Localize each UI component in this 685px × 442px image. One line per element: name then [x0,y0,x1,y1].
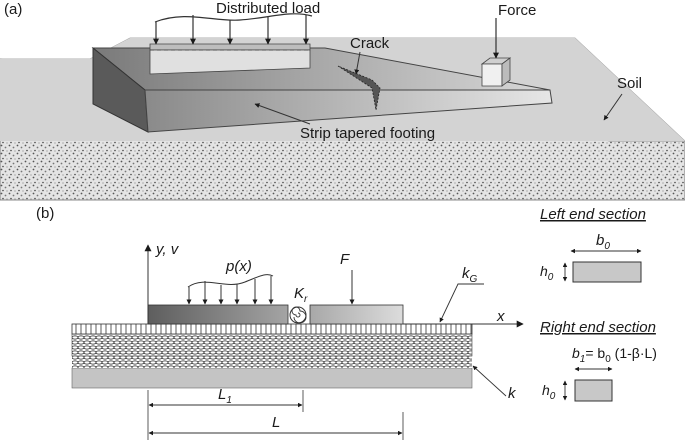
px-load-arrows [186,276,274,305]
left-section-title: Left end section [540,206,646,223]
right-section-rect [574,379,613,402]
soil-pointer [603,93,623,121]
shear-layer-ticks [75,324,472,334]
footing-label: Strip tapered footing [300,125,435,142]
force-block-side [501,57,511,87]
winkler-springs-layer [71,333,473,357]
beam-right-segment [309,304,404,325]
winkler-springs-lower [72,356,472,368]
winkler-label: k [508,385,517,402]
footing-pointer [254,103,311,125]
shear-label: kG [462,265,478,285]
left-b0-label: b0 [596,232,610,252]
crack [337,65,381,111]
shear-pointer [439,283,484,323]
force-block-front [481,63,503,87]
panel-b-label: (b) [36,205,54,222]
load-block-top [149,43,311,51]
footing-front-face [144,89,553,133]
soil-label: Soil [617,75,642,92]
dim-l1-label: L1 [218,386,232,406]
panel-a: (a) Distributed load Force [0,0,685,201]
y-axis-label: y, v [155,241,180,258]
shear-layer [71,323,473,335]
shear-layer-band [71,323,473,335]
force-label: Force [498,2,536,19]
crack-label: Crack [350,35,390,52]
point-force-label: F [340,251,350,268]
left-section-rect [572,261,642,283]
beam-left-segment [147,304,289,325]
left-h0-label: h0 [540,263,554,283]
distributed-load-arrows [153,15,309,45]
spring-label: Kr [294,285,308,305]
dim-l-label: L [272,414,280,431]
right-b1-label: b1= b0 (1-β·L) [572,345,657,365]
distributed-load-label: Distributed load [216,0,320,17]
px-load-curve [187,274,274,288]
end-sections: Left end section b0 h0 Right end section… [540,206,657,402]
panel-a-label: (a) [4,1,22,18]
crack-pointer [354,51,361,75]
right-section-title: Right end section [540,319,656,336]
distributed-load-curve [154,13,313,23]
rigid-base [71,367,473,389]
rotational-spring [289,306,307,324]
x-axis-label: x [496,308,505,325]
px-load-label: p(x) [225,258,252,275]
winkler-pointer [472,365,507,397]
panel-b: (b) y, v x [36,205,524,440]
right-h0-label: h0 [542,382,556,402]
